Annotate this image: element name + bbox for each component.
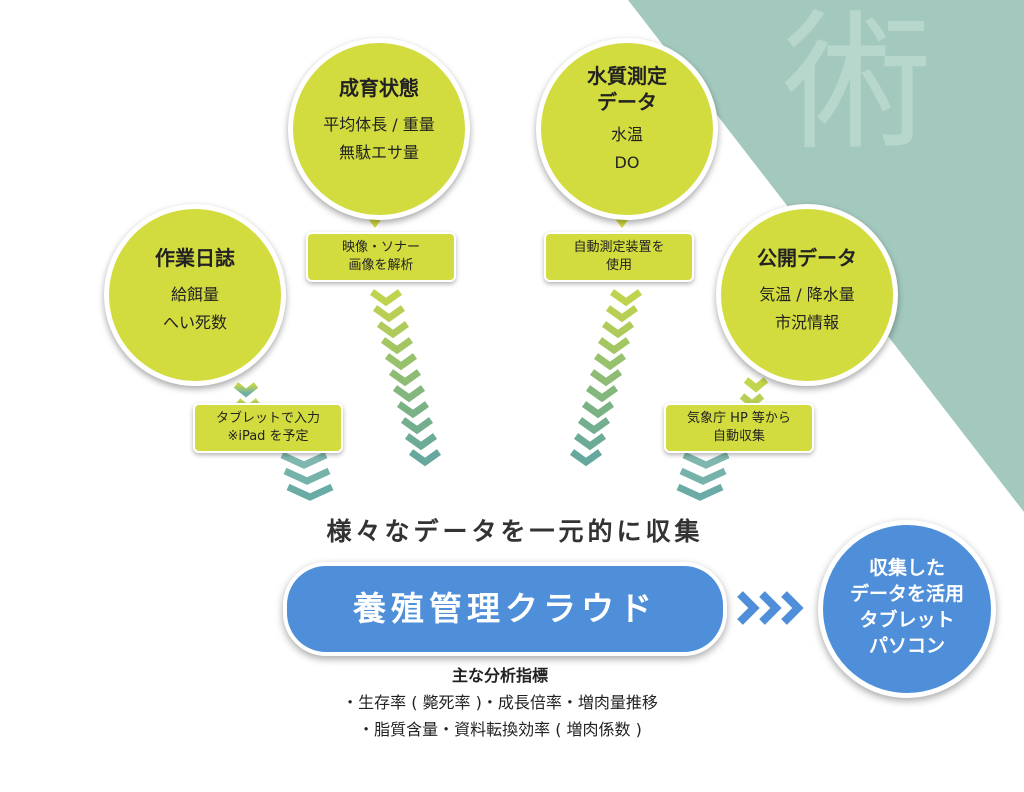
bubble-sagyo-line-1: 給餌量 bbox=[170, 285, 219, 304]
bubble-kokai: 公開データ 気温 / 降水量 市況情報 bbox=[716, 204, 898, 386]
bubble-seiiku-line-1: 平均体長 / 重量 bbox=[323, 115, 435, 134]
label-kishocho-line-1: 気象庁 HP 等から bbox=[687, 411, 791, 426]
label-eizo-line-1: 映像・ソナー bbox=[341, 240, 420, 255]
output-circle-line-1: 収集した bbox=[868, 557, 945, 579]
bubble-sagyo-title: 作業日誌 bbox=[155, 246, 235, 270]
bubble-sagyo: 作業日誌 給餌量 へい死数 bbox=[104, 204, 286, 386]
bubble-sagyo-line-2: へい死数 bbox=[162, 313, 227, 332]
analysis-metrics: 主な分析指標 ・生存率 ( 斃死率 )・成長倍率・増肉量推移 ・脂質含量・資料転… bbox=[300, 662, 700, 743]
bubble-suishitsu-line-2: DO bbox=[614, 153, 640, 172]
bubble-suishitsu: 水質測定 データ 水温 DO bbox=[536, 38, 718, 220]
output-circle-line-2: データを活用 bbox=[849, 583, 964, 605]
output-circle-line-4: パソコン bbox=[868, 635, 945, 657]
label-eizo-line-2: 画像を解析 bbox=[348, 258, 414, 273]
bubble-kokai-line-2: 市況情報 bbox=[774, 313, 839, 332]
bubble-suishitsu-title-1: 水質測定 bbox=[587, 64, 667, 88]
metrics-title: 主な分析指標 bbox=[451, 666, 548, 685]
label-tablet: タブレットで入力 ※iPad を予定 bbox=[193, 403, 343, 453]
bubble-seiiku-title: 成育状態 bbox=[339, 76, 419, 100]
bubble-kokai-line-1: 気温 / 降水量 bbox=[759, 285, 855, 304]
arrow-right-icon bbox=[737, 591, 804, 625]
label-kishocho: 気象庁 HP 等から 自動収集 bbox=[664, 403, 814, 453]
cloud-service-button[interactable]: 養殖管理クラウド bbox=[283, 562, 727, 656]
bubble-suishitsu-title-2: データ bbox=[597, 90, 657, 114]
bubble-suishitsu-line-1: 水温 bbox=[610, 125, 643, 144]
label-kishocho-line-2: 自動収集 bbox=[712, 429, 765, 444]
label-jido-line-1: 自動測定装置を bbox=[573, 240, 665, 255]
output-circle-line-3: タブレット bbox=[859, 609, 955, 631]
label-jido: 自動測定装置を 使用 bbox=[544, 232, 694, 282]
label-jido-line-2: 使用 bbox=[605, 258, 632, 273]
label-eizo: 映像・ソナー 画像を解析 bbox=[306, 232, 456, 282]
label-tablet-line-2: ※iPad を予定 bbox=[227, 429, 309, 444]
bubble-kokai-title: 公開データ bbox=[757, 246, 857, 270]
bubble-seiiku: 成育状態 平均体長 / 重量 無駄エサ量 bbox=[288, 38, 470, 220]
label-tablet-line-1: タブレットで入力 bbox=[215, 411, 320, 426]
output-circle: 収集した データを活用 タブレット パソコン bbox=[818, 520, 996, 698]
metrics-line-2: ・脂質含量・資料転換効率 ( 増肉係数 ) bbox=[358, 720, 642, 739]
headline: 様々なデータを一元的に収集 bbox=[326, 517, 704, 546]
background-glyph: 術 bbox=[782, 0, 932, 171]
metrics-line-1: ・生存率 ( 斃死率 )・成長倍率・増肉量推移 bbox=[342, 693, 658, 712]
bubble-seiiku-line-2: 無駄エサ量 bbox=[338, 143, 419, 162]
